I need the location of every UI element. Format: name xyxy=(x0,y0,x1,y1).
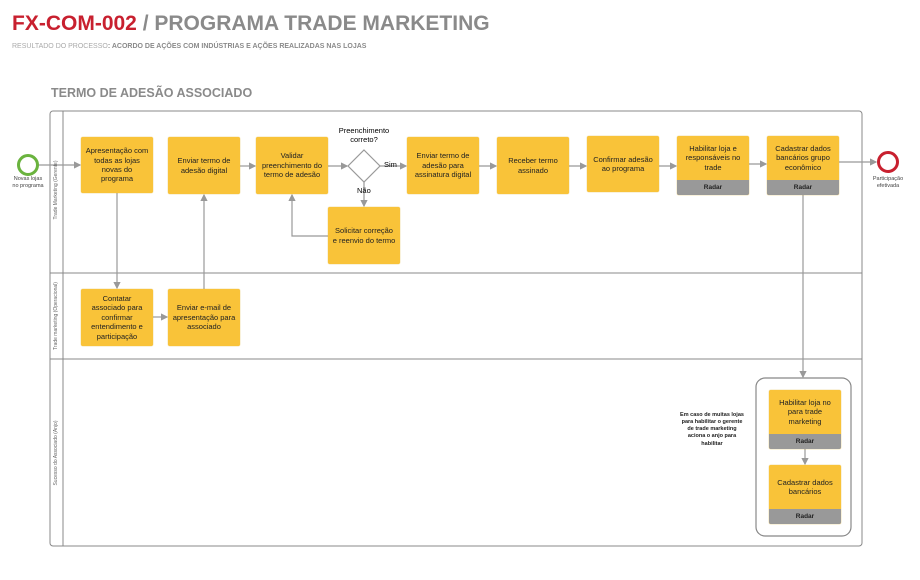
system-tag: Radar xyxy=(767,180,839,195)
gateway-no-label: Não xyxy=(357,186,371,195)
start-event-icon xyxy=(17,154,39,176)
task-label: Habilitar loja no para trade marketing xyxy=(779,397,831,426)
task-solicitar-correcao[interactable]: Solicitar correção e reenvio do termo xyxy=(328,207,400,264)
task-cadastrar-dados[interactable]: Cadastrar dados bancários grupo econômic… xyxy=(767,136,839,195)
task-label: Cadastrar dados bancários grupo econômic… xyxy=(775,143,831,172)
task-enviar-assinatura[interactable]: Enviar termo de adesão para assinatura d… xyxy=(407,137,479,194)
task-confirmar-adesao[interactable]: Confirmar adesão ao programa xyxy=(587,136,659,192)
task-label: Enviar termo de adesão digital xyxy=(177,156,231,175)
task-label: Receber termo assinado xyxy=(508,156,558,175)
task-enviar-termo[interactable]: Enviar termo de adesão digital xyxy=(168,137,240,194)
lane-label-operacional: Trade marketing (Operacional) xyxy=(53,282,59,350)
gateway-diamond xyxy=(347,149,381,183)
task-label: Solicitar correção e reenvio do termo xyxy=(332,226,396,245)
title-separator: / xyxy=(136,12,155,35)
gateway-yes-label: Sim xyxy=(384,160,397,169)
system-tag: Radar xyxy=(769,509,841,524)
process-title: PROGRAMA TRADE MARKETING xyxy=(154,12,490,35)
result-label: RESULTADO DO PROCESSO xyxy=(12,43,108,50)
end-event-icon xyxy=(877,151,899,173)
lane-label-gerente: Trade Marketing (Gerente) xyxy=(53,160,59,220)
section-title: TERMO DE ADESÃO ASSOCIADO xyxy=(51,86,253,100)
process-result: RESULTADO DO PROCESSO: ACORDO DE AÇÕES C… xyxy=(12,43,366,50)
task-label: Confirmar adesão ao programa xyxy=(593,154,653,173)
system-tag: Radar xyxy=(769,434,841,449)
page-title: FX-COM-002 / PROGRAMA TRADE MARKETING xyxy=(12,12,490,36)
flow-arrows xyxy=(38,158,878,466)
task-label: Contatar associado para confirmar entend… xyxy=(91,294,143,341)
task-label: Habilitar loja e responsáveis no trade xyxy=(685,143,741,172)
end-event-label: Participação efetivada xyxy=(872,176,904,189)
task-enviar-email[interactable]: Enviar e-mail de apresentação para assoc… xyxy=(168,289,240,346)
result-value: : ACORDO DE AÇÕES COM INDÚSTRIAS E AÇÕES… xyxy=(107,43,367,50)
task-contatar-associado[interactable]: Contatar associado para confirmar entend… xyxy=(81,289,153,346)
task-label: Enviar termo de adesão para assinatura d… xyxy=(414,151,472,180)
task-apresentacao[interactable]: Apresentação com todas as lojas novas do… xyxy=(81,137,153,193)
task-label: Enviar e-mail de apresentação para assoc… xyxy=(172,303,236,332)
annotation: Em caso de muitas lojas para habilitar o… xyxy=(680,412,744,447)
task-label: Validar preenchimento do termo de adesão xyxy=(261,151,323,180)
pool xyxy=(49,110,863,547)
task-validar[interactable]: Validar preenchimento do termo de adesão xyxy=(256,137,328,194)
lane-label-anjo: Sucesso do Associado (Anjo) xyxy=(53,420,59,486)
system-tag: Radar xyxy=(677,180,749,195)
task-label: Cadastrar dados bancários xyxy=(777,477,833,496)
process-code: FX-COM-002 xyxy=(12,12,137,35)
gateway-question: Preenchimento correto? xyxy=(338,126,390,145)
start-event-label: Novas lojas no programa xyxy=(12,176,44,189)
task-receber-termo[interactable]: Receber termo assinado xyxy=(497,137,569,194)
task-label: Apresentação com todas as lojas novas do… xyxy=(85,146,149,184)
